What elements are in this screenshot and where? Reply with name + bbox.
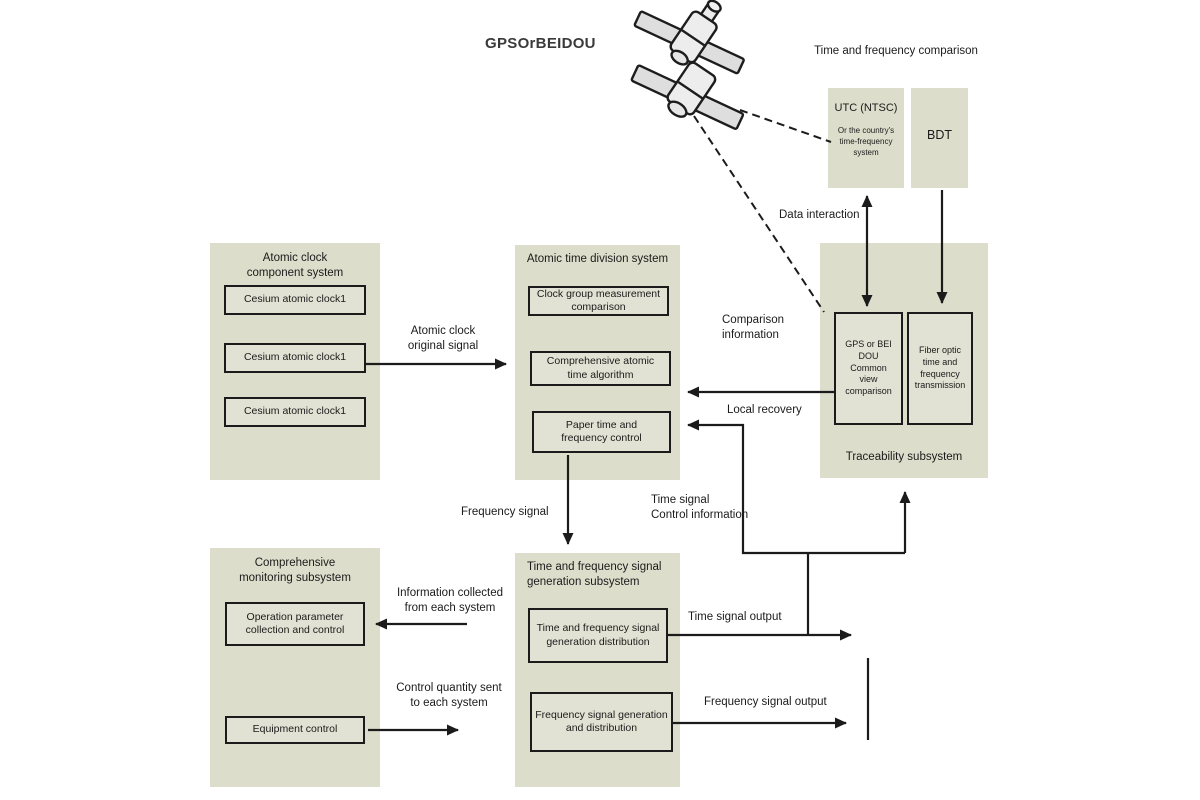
- information-collected-label: Information collected from each system: [396, 587, 504, 615]
- data-interaction-label: Data interaction: [779, 209, 860, 221]
- panel-comprehensive-monitoring-subsystem: [210, 548, 380, 787]
- comparison-information-label: Comparison information: [722, 314, 784, 342]
- box-equipment-control: Equipment control: [225, 716, 365, 744]
- title-atomic-time-division-system: Atomic time division system: [526, 253, 669, 265]
- control-quantity-label: Control quantity sent to each system: [396, 682, 502, 710]
- time-signal-output-label: Time signal output: [688, 611, 782, 623]
- box-frequency-signal-generation-distribution: Frequency signal generation and distribu…: [530, 692, 673, 752]
- title-traceability-subsystem: Traceability subsystem: [845, 451, 963, 463]
- box-paper-time-and-frequency-control: Paper time and frequency control: [532, 411, 671, 453]
- frequency-signal-label: Frequency signal: [461, 506, 549, 518]
- box-cesium-atomic-clock-2: Cesium atomic clock1: [224, 343, 366, 373]
- box-time-frequency-signal-generation-distribution: Time and frequency signal generation dis…: [528, 608, 668, 663]
- satellite-label: GPSOrBEIDOU: [485, 35, 596, 52]
- bdt-title: BDT: [927, 128, 952, 142]
- box-clock-group-measurement-comparison: Clock group measurement comparison: [528, 286, 669, 316]
- box-gps-beidou-common-view-comparison: GPS or BEI DOU Common view comparison: [834, 312, 903, 425]
- title-comprehensive-monitoring-subsystem: Comprehensive monitoring subsystem: [239, 557, 351, 585]
- box-fiber-optic-time-frequency-transmission: Fiber optic time and frequency transmiss…: [907, 312, 973, 425]
- local-recovery-label: Local recovery: [727, 404, 802, 416]
- box-cesium-atomic-clock-1: Cesium atomic clock1: [224, 285, 366, 315]
- atomic-clock-original-signal-label: Atomic clock original signal: [407, 325, 479, 353]
- time-signal-control-information-label: Time signal Control information: [651, 494, 749, 522]
- title-generation-subsystem: Time and frequency signal generation sub…: [527, 561, 662, 589]
- box-cesium-atomic-clock-3: Cesium atomic clock1: [224, 397, 366, 427]
- frequency-signal-output-label: Frequency signal output: [704, 696, 827, 708]
- box-comprehensive-atomic-time-algorithm: Comprehensive atomic time algorithm: [530, 351, 671, 386]
- comparison-header-label: Time and frequency comparison: [814, 45, 978, 57]
- bdt-block: BDT: [911, 88, 968, 188]
- utc-ntsc-block: UTC (NTSC) Or the country's time-frequen…: [828, 88, 904, 188]
- box-operation-parameter-collection-control: Operation parameter collection and contr…: [225, 602, 365, 646]
- satellite-icon: [630, 0, 745, 130]
- title-atomic-clock-component-system: Atomic clock component system: [246, 252, 344, 280]
- utc-ntsc-subtitle: Or the country's time-frequency system: [837, 126, 895, 157]
- utc-ntsc-title: UTC (NTSC): [834, 102, 898, 114]
